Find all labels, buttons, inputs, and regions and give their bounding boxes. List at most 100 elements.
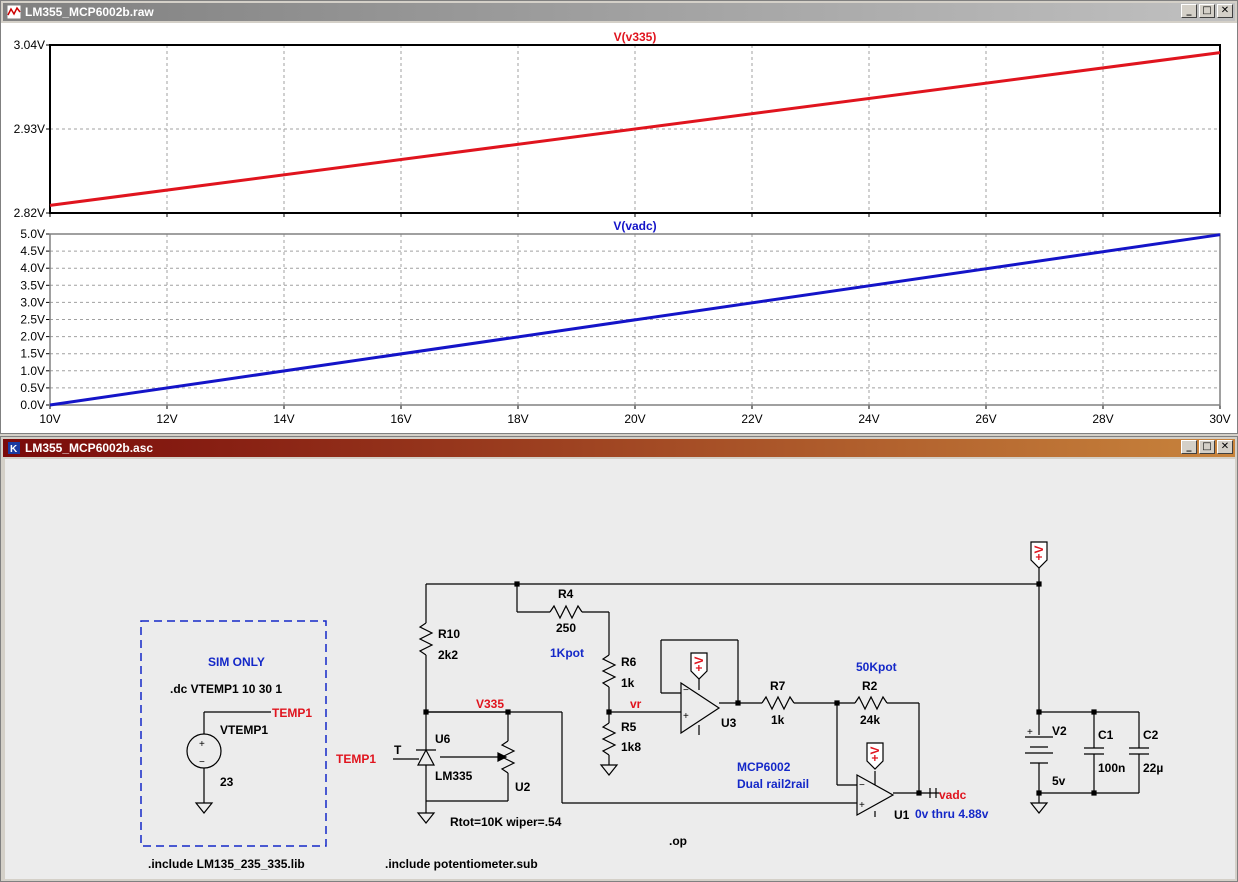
schematic-canvas[interactable]: +V +V +V SIM ONLY .dc VTEMP1 10 30 1 TEM… [5,459,1235,879]
u6-model: LM335 [435,769,473,783]
close-button[interactable]: ✕ [1217,440,1233,454]
supply-flag-label: +V [868,746,882,761]
svg-text:−: − [199,757,205,768]
x-tick-label: 22V [741,412,762,426]
r6-resistor[interactable] [601,654,617,688]
supply-flag-label: +V [1032,545,1046,560]
r7-name: R7 [770,679,786,693]
waveform-icon [7,5,21,19]
r2-name: R2 [862,679,878,693]
r10-resistor[interactable] [418,622,434,656]
svg-text:+: + [859,800,865,811]
x-tick-label: 24V [858,412,879,426]
sim-only-box [140,620,327,847]
x-tick-label: 30V [1209,412,1230,426]
u3-name: U3 [721,716,737,730]
svg-text:K: K [10,444,18,455]
plot-window: LM355_MCP6002b.raw _ □ ✕ 3.04V 2.93V 2.82V… [0,0,1238,434]
r4-resistor[interactable] [549,604,583,620]
trace-line [49,51,1221,207]
y-tick-label: 1.0V [20,364,45,378]
r6-name: R6 [621,655,637,669]
plot-pane-frame [49,233,1221,406]
x-tick-label: 16V [390,412,411,426]
svg-text:+: + [199,739,205,750]
plot-window-title: LM355_MCP6002b.raw [25,5,154,19]
schematic-window: K LM355_MCP6002b.asc _ □ ✕ [0,436,1238,882]
u6-lm335[interactable] [417,748,435,766]
y-tick-label: 3.5V [20,278,45,292]
svg-text:−: − [859,780,865,791]
note-1kpot: 1Kpot [550,646,584,660]
y-tick-label: 2.0V [20,330,45,344]
c2-name: C2 [1143,728,1159,742]
r6-value: 1k [621,676,635,690]
include-pot-directive: .include potentiometer.sub [385,857,538,871]
svg-text:+: + [683,711,689,722]
y-tick-label: 1.5V [20,347,45,361]
x-tick-label: 12V [156,412,177,426]
u3-opamp[interactable] [680,681,721,735]
r7-value: 1k [771,713,785,727]
y-tick-label: 3.0V [20,295,45,309]
y-tick-label: 4.5V [20,244,45,258]
r7-resistor[interactable] [761,695,795,711]
trace-line [49,233,1221,407]
net-vr-label: vr [630,697,642,711]
r2-value: 24k [860,713,880,727]
v2-name: V2 [1052,724,1067,738]
y-tick-label: 0.0V [20,398,45,412]
close-button[interactable]: ✕ [1217,4,1233,18]
supply-flag-label: +V [692,656,706,671]
u6-input-net: TEMP1 [336,752,376,766]
u1-name: U1 [894,808,910,822]
y-tick-label: 2.5V [20,313,45,327]
schematic-icon: K [8,442,20,455]
r4-value: 250 [556,621,576,635]
c1-name: C1 [1098,728,1114,742]
sim-only-label: SIM ONLY [208,655,265,669]
v2-value: 5v [1052,774,1066,788]
schematic-window-titlebar[interactable]: K LM355_MCP6002b.asc _ □ ✕ [3,439,1235,457]
y-tick-label: 2.93V [14,122,45,136]
c2-value: 22µ [1143,761,1163,775]
plot-pane-frame [49,44,1221,214]
u6-pin-label: T [394,743,402,757]
x-tick-label: 10V [39,412,60,426]
r5-value: 1k8 [621,740,641,754]
vtemp1-value: 23 [220,775,234,789]
y-tick-label: 0.5V [20,381,45,395]
restore-button[interactable]: □ [1199,4,1215,18]
minimize-button[interactable]: _ [1181,4,1197,18]
note-mcp6002: MCP6002 [737,760,791,774]
x-tick-label: 28V [1092,412,1113,426]
x-tick-label: 18V [507,412,528,426]
r5-name: R5 [621,720,637,734]
include-lm-directive: .include LM135_235_335.lib [148,857,305,871]
trace-title: V(vadc) [613,219,656,233]
r10-name: R10 [438,627,460,641]
r2-resistor[interactable] [854,695,888,711]
net-v335-label: V335 [476,697,504,711]
restore-button[interactable]: □ [1199,440,1215,454]
r10-value: 2k2 [438,648,458,662]
vtemp1-net-label: TEMP1 [272,706,312,720]
x-tick-label: 14V [273,412,294,426]
y-tick-label: 3.04V [14,38,45,52]
svg-text:+: + [1027,727,1033,738]
y-tick-label: 5.0V [20,227,45,241]
op-directive: .op [669,834,687,848]
u6-name: U6 [435,732,451,746]
r4-name: R4 [558,587,574,601]
note-50kpot: 50Kpot [856,660,897,674]
u2-name: U2 [515,780,531,794]
plot-window-titlebar[interactable]: LM355_MCP6002b.raw _ □ ✕ [3,3,1235,21]
minimize-button[interactable]: _ [1181,440,1197,454]
y-tick-label: 2.82V [14,206,45,220]
note-dual-rail: Dual rail2rail [737,777,809,791]
r5-resistor[interactable] [601,722,617,756]
u2-params: Rtot=10K wiper=.54 [450,815,562,829]
y-tick-label: 4.0V [20,261,45,275]
c1-value: 100n [1098,761,1125,775]
